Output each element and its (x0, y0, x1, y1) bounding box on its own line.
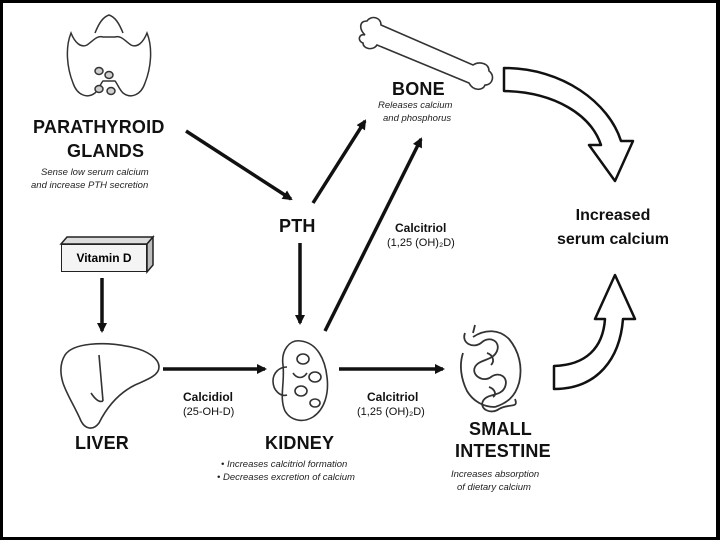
kidney-bullet2: • Decreases excretion of calcium (217, 472, 355, 483)
parathyroid-title-line1: PARATHYROID (33, 117, 165, 137)
liver-icon (60, 342, 160, 429)
arrow-kidney-to-bone (323, 137, 423, 332)
intestine-icon (460, 324, 522, 413)
result-arrow-bottom (552, 273, 637, 391)
thyroid-icon (66, 14, 152, 97)
intestine-desc-line2: of dietary calcium (457, 482, 531, 493)
calcidiol-name: Calcidiol (183, 390, 234, 404)
kidney-icon (272, 340, 329, 422)
intestine-desc-line1: Increases absorption (451, 469, 540, 480)
result-arrow-top (502, 66, 635, 183)
diagram-canvas: PARATHYROID GLANDS Sense low serum calci… (3, 3, 716, 537)
intestine-title-line2: INTESTINE (455, 441, 551, 461)
parathyroid-title-line2: GLANDS (67, 141, 145, 161)
calcitriol-bone-name: Calcitriol (395, 221, 447, 235)
calcitriol-bone-formula: (1,25 (OH)₂D) (387, 237, 455, 249)
bone-title: BONE (392, 79, 445, 99)
pth-label: PTH (279, 216, 316, 236)
diagram-graphics (59, 14, 637, 429)
result-line2: serum calcium (556, 231, 670, 248)
result-line1: Increased (575, 207, 651, 224)
vitamin-d-box-icon (59, 234, 155, 275)
liver-label: LIVER (75, 433, 130, 453)
intestine-title-line1: SMALL (469, 419, 532, 439)
arrow-parathyroid-to-pth (185, 129, 293, 201)
bone-desc-line1: Releases calcium (378, 100, 453, 111)
kidney-title: KIDNEY (265, 433, 335, 453)
parathyroid-desc-line1: Sense low serum calcium (41, 167, 149, 178)
calcidiol-formula: (25-OH-D) (183, 406, 235, 418)
arrow-pth-to-bone (311, 119, 367, 204)
parathyroid-desc-line2: and increase PTH secretion (31, 180, 149, 191)
calcitriol-intestine-formula: (1,25 (OH)₂D) (357, 406, 425, 418)
bone-desc-line2: and phosphorus (383, 113, 452, 124)
vitamin-d-box: Vitamin D (61, 244, 147, 272)
calcitriol-intestine-name: Calcitriol (367, 390, 419, 404)
kidney-bullet1: • Increases calcitriol formation (221, 459, 348, 470)
bone-icon (358, 16, 494, 91)
